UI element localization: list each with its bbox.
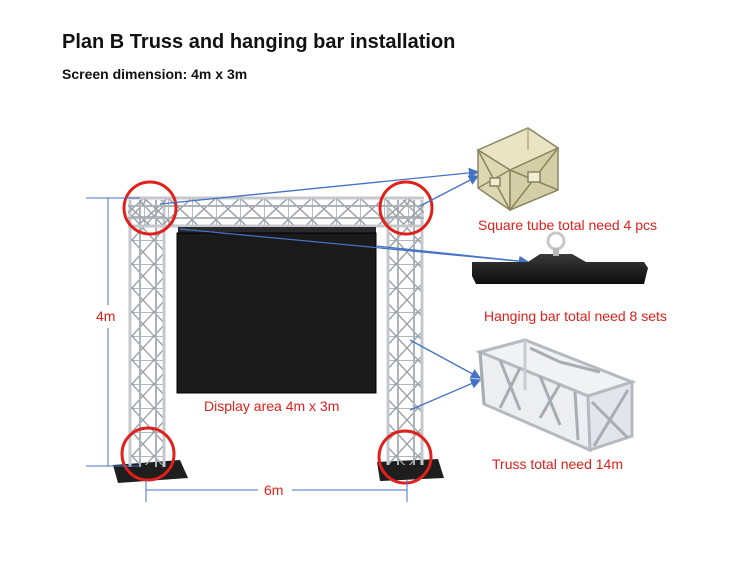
truss-label: Truss total need 14m bbox=[492, 456, 623, 472]
highlight-circle-bottom-right bbox=[377, 429, 433, 485]
truss-column-right bbox=[386, 200, 424, 465]
height-dimension-line bbox=[86, 197, 140, 467]
page-title: Plan B Truss and hanging bar installatio… bbox=[62, 31, 456, 53]
highlight-circle-top-right bbox=[378, 180, 434, 236]
square-tube-label: Square tube total need 4 pcs bbox=[478, 217, 658, 233]
truss-section-image bbox=[475, 338, 637, 453]
height-dimension-label: 4m bbox=[96, 308, 116, 324]
hanging-bar-installed bbox=[178, 227, 376, 233]
highlight-circle-top-left bbox=[122, 180, 178, 236]
pointer-arrows bbox=[159, 167, 530, 411]
width-dimension-line bbox=[145, 480, 408, 502]
truss-column-left bbox=[128, 200, 166, 467]
hanging-bar-label: Hanging bar total need 8 sets bbox=[484, 308, 667, 324]
square-tube-image bbox=[476, 127, 560, 212]
page-subtitle: Screen dimension: 4m x 3m bbox=[62, 66, 248, 82]
led-display-screen bbox=[176, 232, 377, 394]
width-dimension-label: 6m bbox=[264, 482, 284, 498]
display-area-label: Display area 4m x 3m bbox=[204, 398, 340, 414]
hanging-bar-image bbox=[472, 231, 648, 284]
highlight-circle-bottom-left bbox=[120, 426, 176, 482]
